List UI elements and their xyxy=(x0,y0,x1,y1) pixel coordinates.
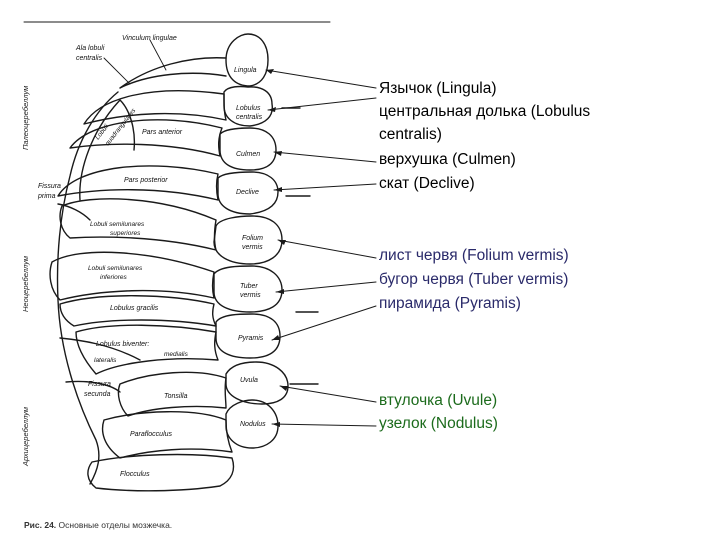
hemi-quadrangular-outline xyxy=(79,99,136,201)
side-label-archi: Архицеребеллум xyxy=(21,407,30,467)
hemi-tonsilla xyxy=(117,371,227,417)
label-tuber-2: vermis xyxy=(240,292,261,299)
right-label-centralis-1: центральная долька (Lobulus xyxy=(379,103,591,120)
label-fissura-secunda-2: secunda xyxy=(84,391,111,398)
arrow-centralis xyxy=(268,107,276,112)
label-folium-1: Folium xyxy=(242,235,263,242)
label-pyramis: Pyramis xyxy=(238,335,264,342)
right-label-pyramis: пирамида (Pyramis) xyxy=(379,295,521,312)
side-label-paleo: Палеоцеребеллум xyxy=(21,86,30,150)
side-label-neo: Неоцеребеллум xyxy=(21,256,30,312)
hemi-quadrangular-upper xyxy=(83,90,227,125)
label-lateralis: lateralis xyxy=(94,357,117,364)
label-semilunares-inf-1: Lobuli semilunares xyxy=(88,265,143,272)
label-ala-2: centralis xyxy=(76,55,103,62)
label-lobulus-1: Lobulus xyxy=(236,105,261,112)
arrow-lingula xyxy=(266,69,274,74)
vermis-lobulus-centralis xyxy=(223,85,273,127)
arrow-folium xyxy=(278,240,286,245)
right-label-culmen: верхушка (Culmen) xyxy=(379,151,516,168)
leader-tuber xyxy=(275,281,377,293)
right-label-nodulus: узелок (Nodulus) xyxy=(379,415,498,432)
arrow-pyramis xyxy=(272,335,280,340)
leader-centralis xyxy=(267,97,377,111)
figure-caption-text: Основные отделы мозжечка. xyxy=(58,520,173,530)
figure-number: Рис. 24. xyxy=(24,520,57,530)
label-paraflocculus: Paraflocculus xyxy=(130,431,173,438)
hemi-biventer xyxy=(75,324,219,375)
right-label-lingula: Язычок (Lingula) xyxy=(379,80,497,97)
right-label-declive: скат (Declive) xyxy=(379,175,475,192)
hemi-fissure-lines xyxy=(57,203,141,393)
label-fissura-secunda-1: Fissura xyxy=(88,381,111,388)
leader-nodulus xyxy=(271,423,377,427)
leader-ala xyxy=(103,57,131,85)
hemi-outer-curve xyxy=(56,91,119,485)
arrow-nodulus xyxy=(272,422,280,427)
vermis-pyramis xyxy=(215,313,281,359)
figure-caption: Рис. 24. Основные отделы мозжечка. xyxy=(24,520,172,530)
label-tonsilla: Tonsilla xyxy=(164,393,188,400)
vermis-declive xyxy=(217,171,279,215)
label-biventer: Lobulus biventer: xyxy=(96,341,149,348)
hemi-pars-anterior xyxy=(69,119,223,157)
label-fissura-prima-1: Fissura xyxy=(38,183,61,190)
label-pars-posterior: Pars posterior xyxy=(124,177,168,184)
label-uvula: Uvula xyxy=(240,377,258,384)
vermis-uvula xyxy=(225,361,289,405)
label-fissura-prima-2: prima xyxy=(37,193,56,200)
right-label-folium: лист червя (Folium vermis) xyxy=(379,247,569,264)
leader-uvula xyxy=(279,385,377,403)
arrow-declive xyxy=(274,187,282,192)
hemi-pars-posterior xyxy=(57,165,219,201)
label-gracilis: Lobulus gracilis xyxy=(110,305,159,312)
label-flocculus: Flocculus xyxy=(120,471,150,478)
leader-declive xyxy=(273,183,377,191)
hemi-ala-lobuli xyxy=(119,57,227,89)
arrow-culmen xyxy=(274,151,282,156)
label-lingula: Lingula xyxy=(234,67,257,74)
hemi-semilunar-sup xyxy=(59,198,217,251)
label-ala-1: Ala lobuli xyxy=(75,45,105,52)
arrow-tuber xyxy=(276,289,284,294)
hemi-gracilis xyxy=(59,295,217,327)
leader-vinculum xyxy=(149,39,167,71)
hemi-paraflocculus xyxy=(101,411,233,459)
leader-culmen xyxy=(273,151,377,163)
right-label-tuber: бугор червя (Tuber vermis) xyxy=(379,271,569,288)
arrow-uvula xyxy=(280,386,288,391)
label-pars-anterior: Pars anterior xyxy=(142,129,183,136)
hemi-semilunar-inf xyxy=(49,251,215,301)
label-folium-2: vermis xyxy=(242,244,263,251)
right-label-centralis-2: centralis) xyxy=(379,126,442,143)
label-culmen: Culmen xyxy=(236,151,260,158)
vermis-culmen xyxy=(219,127,277,171)
label-declive: Declive xyxy=(236,189,259,196)
label-semilunares-sup-1: Lobuli semilunares xyxy=(90,221,145,228)
label-medialis: medialis xyxy=(164,351,189,358)
label-nodulus: Nodulus xyxy=(240,421,266,428)
leader-pyramis xyxy=(271,305,377,341)
label-tuber-1: Tuber xyxy=(240,283,258,290)
hemi-flocculus xyxy=(87,453,235,492)
leader-lingula xyxy=(265,69,377,89)
label-lobulus-2: centralis xyxy=(236,114,263,121)
label-vinculum: Vinculum lingulae xyxy=(122,35,177,42)
label-semilunares-sup-2: superiores xyxy=(110,230,141,237)
right-label-uvula: втулочка (Uvule) xyxy=(379,392,498,409)
leader-folium xyxy=(277,239,377,259)
label-semilunares-inf-2: inferiores xyxy=(100,274,127,281)
vermis-lingula xyxy=(225,33,269,87)
